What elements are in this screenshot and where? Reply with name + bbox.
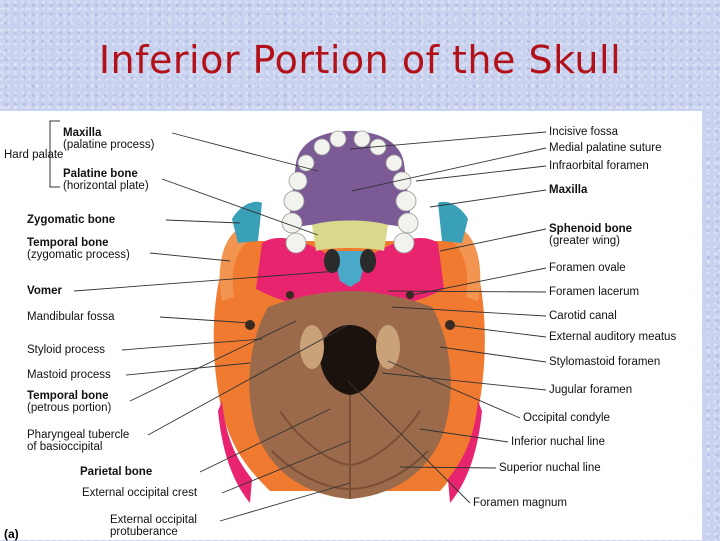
label-palatine-bone: Palatine bone (horizontal plate) <box>63 168 149 192</box>
label-pharyngeal-tubercle: Pharyngeal tubercle of basioccipital <box>27 429 129 453</box>
label-mandibular-fossa: Mandibular fossa <box>27 311 115 323</box>
hard-palate-label: Hard palate <box>4 149 64 161</box>
label-temporal-pet-sub: (petrous portion) <box>27 402 112 414</box>
vomer-shape <box>332 251 368 287</box>
label-pharyngeal-text: Pharyngeal tubercle <box>27 429 130 441</box>
label-temporal-zygomatic: Temporal bone (zygomatic process) <box>27 237 130 261</box>
label-maxilla-left: Maxilla (palatine process) <box>63 127 154 151</box>
label-palatine-sub: (horizontal plate) <box>63 180 149 192</box>
label-ext-occ-prot-text: External occipital <box>110 514 197 526</box>
label-infraorbital-foramen: Infraorbital foramen <box>549 160 649 172</box>
label-external-auditory-meatus: External auditory meatus <box>549 331 677 343</box>
label-zygomatic-bone: Zygomatic bone <box>27 214 116 226</box>
zygomatic-arch-right <box>452 231 481 301</box>
label-foramen-magnum: Foramen magnum <box>473 497 567 509</box>
label-occipital-condyle: Occipital condyle <box>523 412 610 424</box>
label-external-occipital-crest: External occipital crest <box>82 487 198 499</box>
label-foramen-ovale: Foramen ovale <box>549 262 626 274</box>
label-sphenoid-sub: (greater wing) <box>549 235 620 247</box>
label-parietal-bone: Parietal bone <box>80 466 153 478</box>
label-temporal-zyg-text: Temporal bone <box>27 237 109 249</box>
label-palatine-text: Palatine bone <box>63 168 138 180</box>
label-maxilla-left-text: Maxilla <box>63 127 102 139</box>
label-external-occipital-protuberance: External occipital protuberance <box>110 514 197 538</box>
label-temporal-petrous: Temporal bone (petrous portion) <box>27 390 111 414</box>
parietal-bone-left <box>218 401 252 503</box>
figure-letter: (a) <box>4 527 19 541</box>
label-incisive-fossa: Incisive fossa <box>549 126 619 138</box>
zygomatic-bone-left <box>232 201 262 243</box>
label-pharyngeal-sub: of basioccipital <box>27 441 103 453</box>
skull-illustration <box>49 120 547 522</box>
label-temporal-pet-text: Temporal bone <box>27 390 109 402</box>
palatine-bone-shape <box>312 220 388 251</box>
label-medial-palatine-suture: Medial palatine suture <box>549 142 662 154</box>
label-vomer: Vomer <box>27 285 62 297</box>
label-temporal-zyg-sub: (zygomatic process) <box>27 249 130 261</box>
label-jugular-foramen: Jugular foramen <box>549 384 633 396</box>
label-foramen-lacerum: Foramen lacerum <box>549 286 640 298</box>
label-stylomastoid-foramen: Stylomastoid foramen <box>549 356 661 368</box>
label-maxilla-left-sub: (palatine process) <box>63 139 155 151</box>
label-maxilla-right: Maxilla <box>549 184 588 196</box>
zygomatic-arch-left <box>219 231 248 301</box>
skull-figure: Hard palate Maxilla (palatine process) P… <box>0 111 702 541</box>
foramen-magnum-shape <box>319 325 381 395</box>
label-sphenoid-bone: Sphenoid bone (greater wing) <box>549 223 632 247</box>
maxilla-shape <box>288 131 412 229</box>
parietal-bone-right <box>448 401 482 503</box>
label-ext-occ-prot-sub: protuberance <box>110 526 178 538</box>
slide-title: Inferior Portion of the Skull <box>98 38 622 82</box>
label-sphenoid-text: Sphenoid bone <box>549 223 633 235</box>
label-superior-nuchal-line: Superior nuchal line <box>499 462 601 474</box>
label-inferior-nuchal-line: Inferior nuchal line <box>511 436 605 448</box>
zygomatic-bone-right <box>438 201 468 243</box>
label-carotid-canal: Carotid canal <box>549 310 617 322</box>
label-mastoid-process: Mastoid process <box>27 369 111 381</box>
label-styloid-process: Styloid process <box>27 344 105 356</box>
